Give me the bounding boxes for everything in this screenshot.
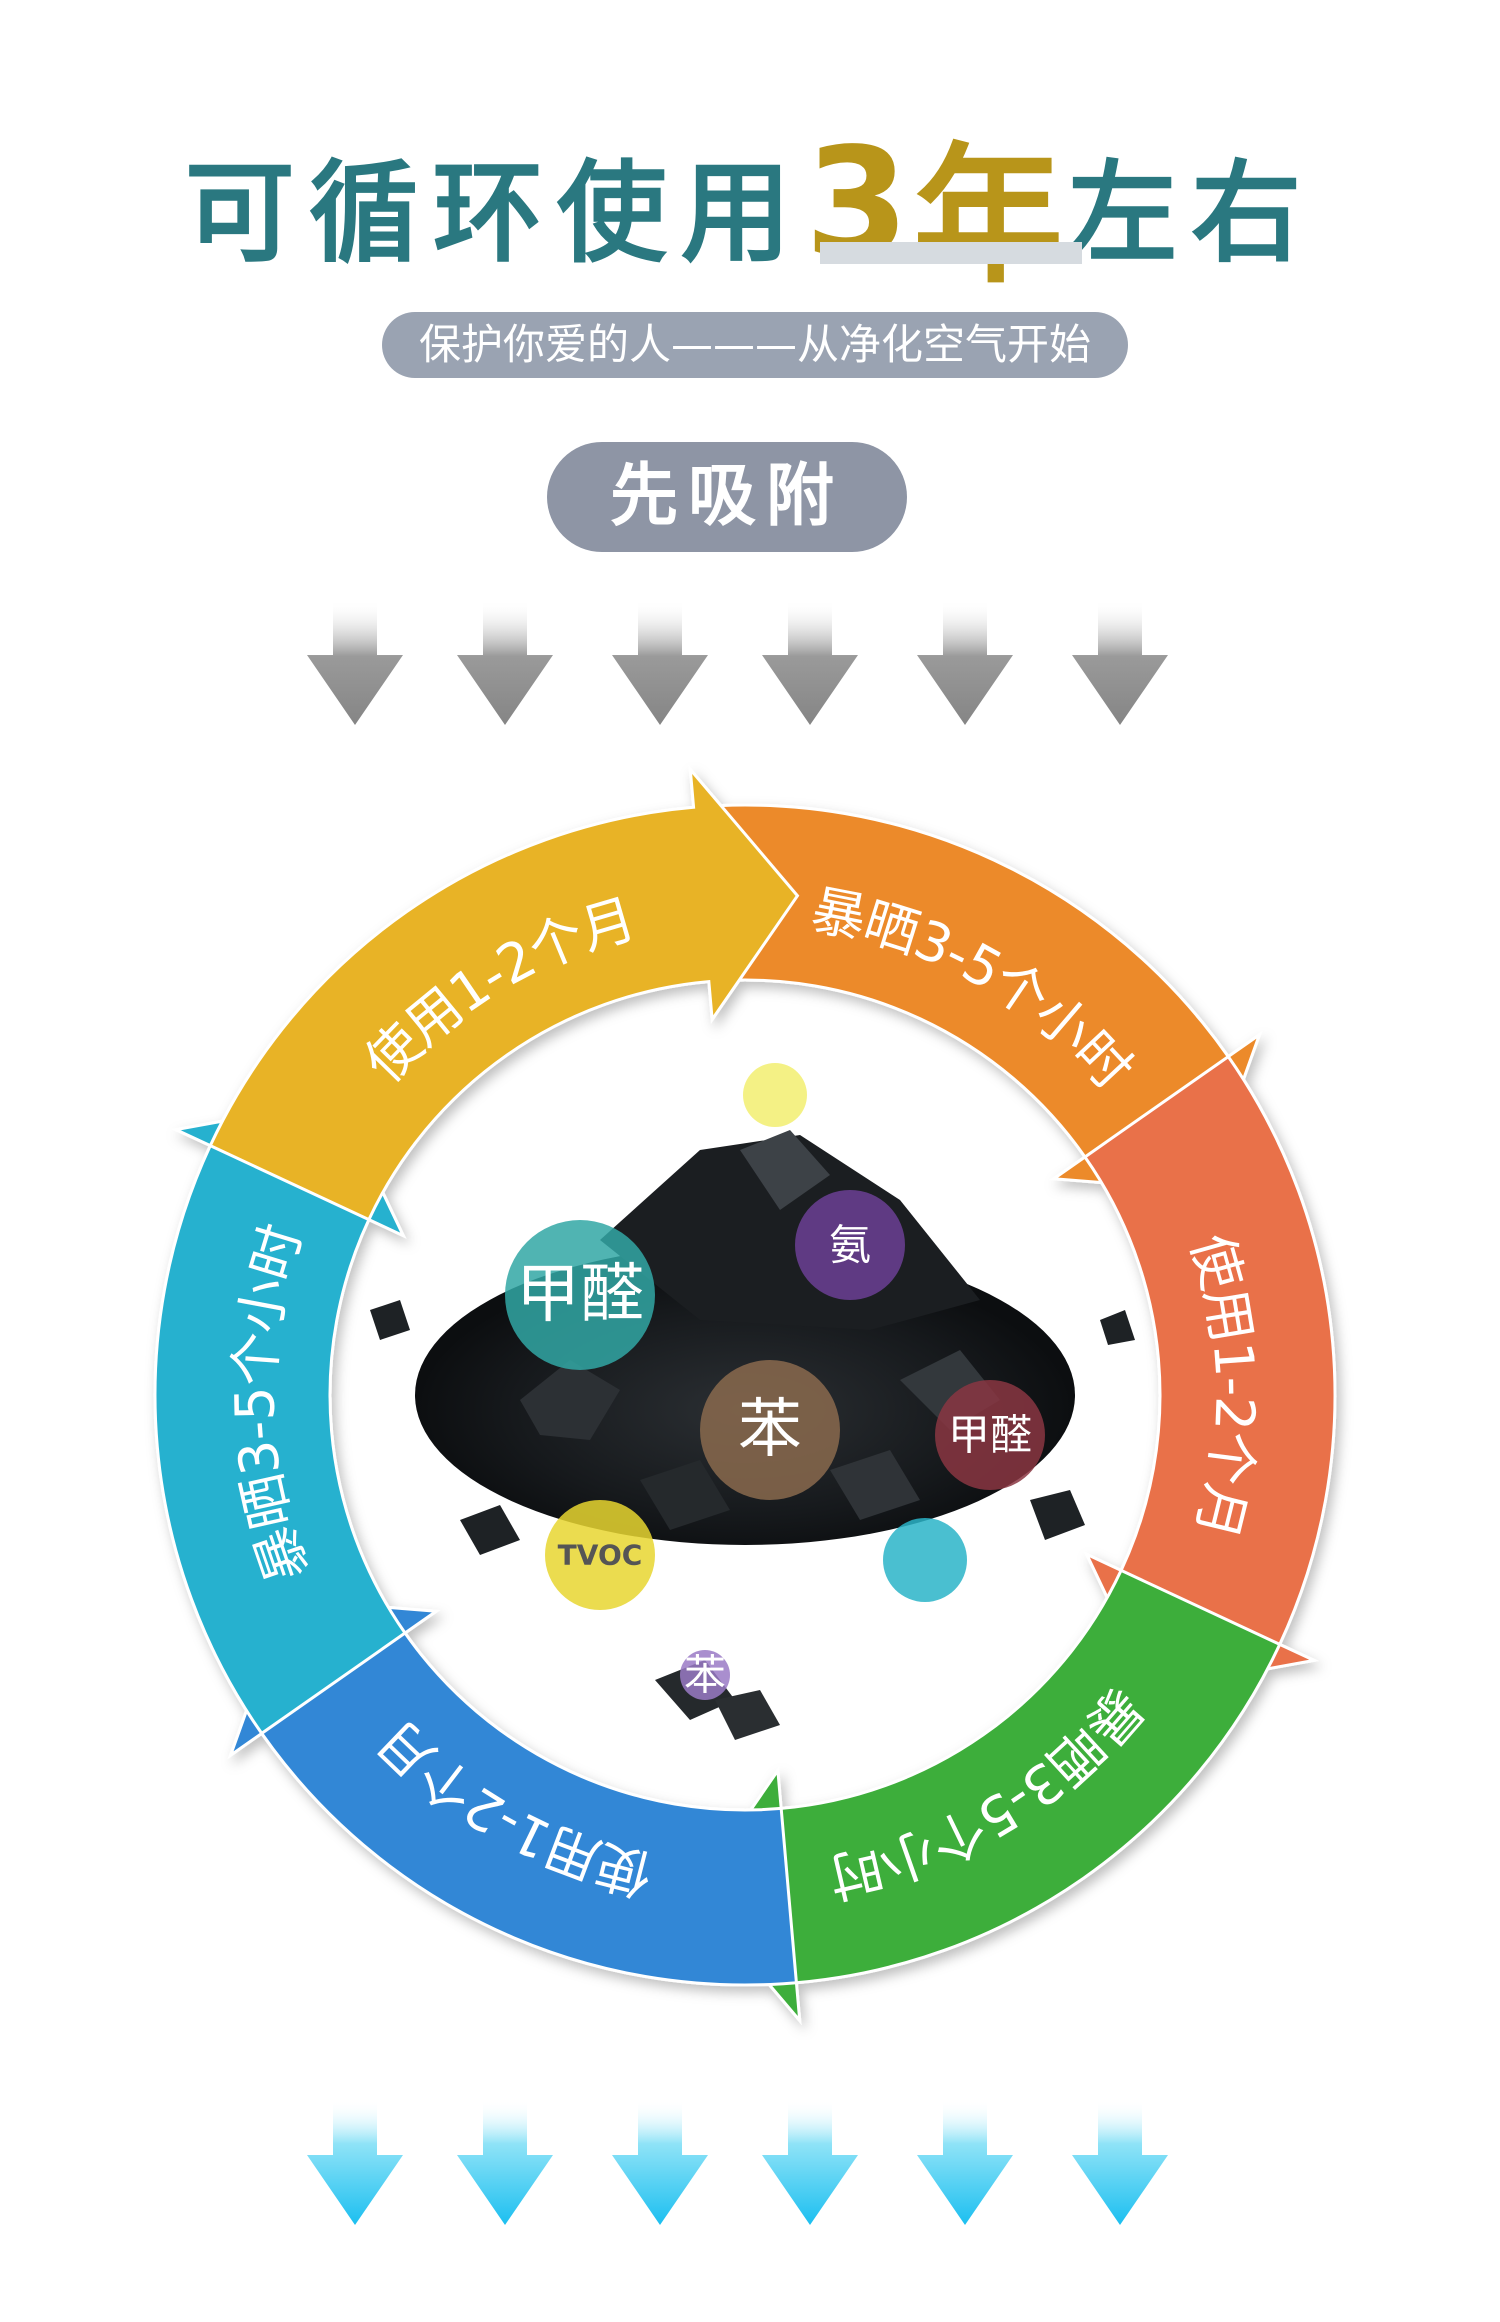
pollutant-label: 苯 <box>738 1393 802 1467</box>
carbon-chunk <box>1100 1310 1135 1345</box>
title-unit: 年 <box>913 130 1068 304</box>
carbon-chunk <box>370 1300 410 1340</box>
pollutant-label: 苯 <box>684 1651 726 1700</box>
down-arrow-icon <box>612 600 708 725</box>
down-arrow-icon <box>457 600 553 725</box>
down-arrow-icon <box>307 600 403 725</box>
down-arrow-icon <box>307 2100 403 2225</box>
pollutant-bubble <box>700 1360 840 1500</box>
pollutant-label: 氨 <box>829 1221 871 1270</box>
down-arrow-icon <box>457 2100 553 2225</box>
pollutant-label: 甲醛 <box>516 1258 644 1332</box>
down-arrow-icon <box>917 2100 1013 2225</box>
pollutant-bubble <box>545 1500 655 1610</box>
pollutant-bubble <box>883 1518 967 1602</box>
page-title: 可循环使用3年左右 <box>0 95 1500 305</box>
pollutant-bubbles: 甲醛 氨苯 甲醛 TVOC 苯 <box>505 1063 1045 1700</box>
adsorb-badge: 先吸附 <box>547 442 907 552</box>
down-arrow-icon <box>1072 2100 1168 2225</box>
bottom-arrow-group <box>307 2100 1168 2225</box>
down-arrow-icon <box>917 600 1013 725</box>
pollutant-bubble <box>505 1220 655 1370</box>
pollutant-label: TVOC <box>558 1539 643 1572</box>
title-part1: 可循环使用 <box>184 149 805 278</box>
down-arrow-icon <box>612 2100 708 2225</box>
pollutant-bubble <box>680 1650 730 1700</box>
down-arrow-icon <box>762 2100 858 2225</box>
carbon-chunk <box>830 1450 920 1520</box>
down-arrow-icon <box>762 600 858 725</box>
down-arrow-icon <box>1072 600 1168 725</box>
carbon-chunk <box>520 1360 620 1440</box>
title-underline <box>820 242 1082 264</box>
carbon-chunk <box>740 1130 830 1210</box>
pollutant-bubble <box>795 1190 905 1300</box>
carbon-chunk <box>460 1505 520 1555</box>
carbon-chunk <box>640 1460 730 1530</box>
carbon-chunk <box>1030 1490 1085 1540</box>
cycle-arrow-segment <box>208 764 800 1222</box>
pollutant-label: 甲醛 <box>948 1411 1032 1460</box>
top-arrow-group <box>307 600 1168 725</box>
pollutant-bubble <box>935 1380 1045 1490</box>
subtitle-pill: 保护你爱的人———从净化空气开始 <box>382 312 1128 378</box>
pollutant-bubble <box>743 1063 807 1127</box>
carbon-chunk <box>715 1690 780 1740</box>
title-highlight: 3年 <box>805 95 1067 312</box>
title-part2: 左右 <box>1067 149 1316 278</box>
